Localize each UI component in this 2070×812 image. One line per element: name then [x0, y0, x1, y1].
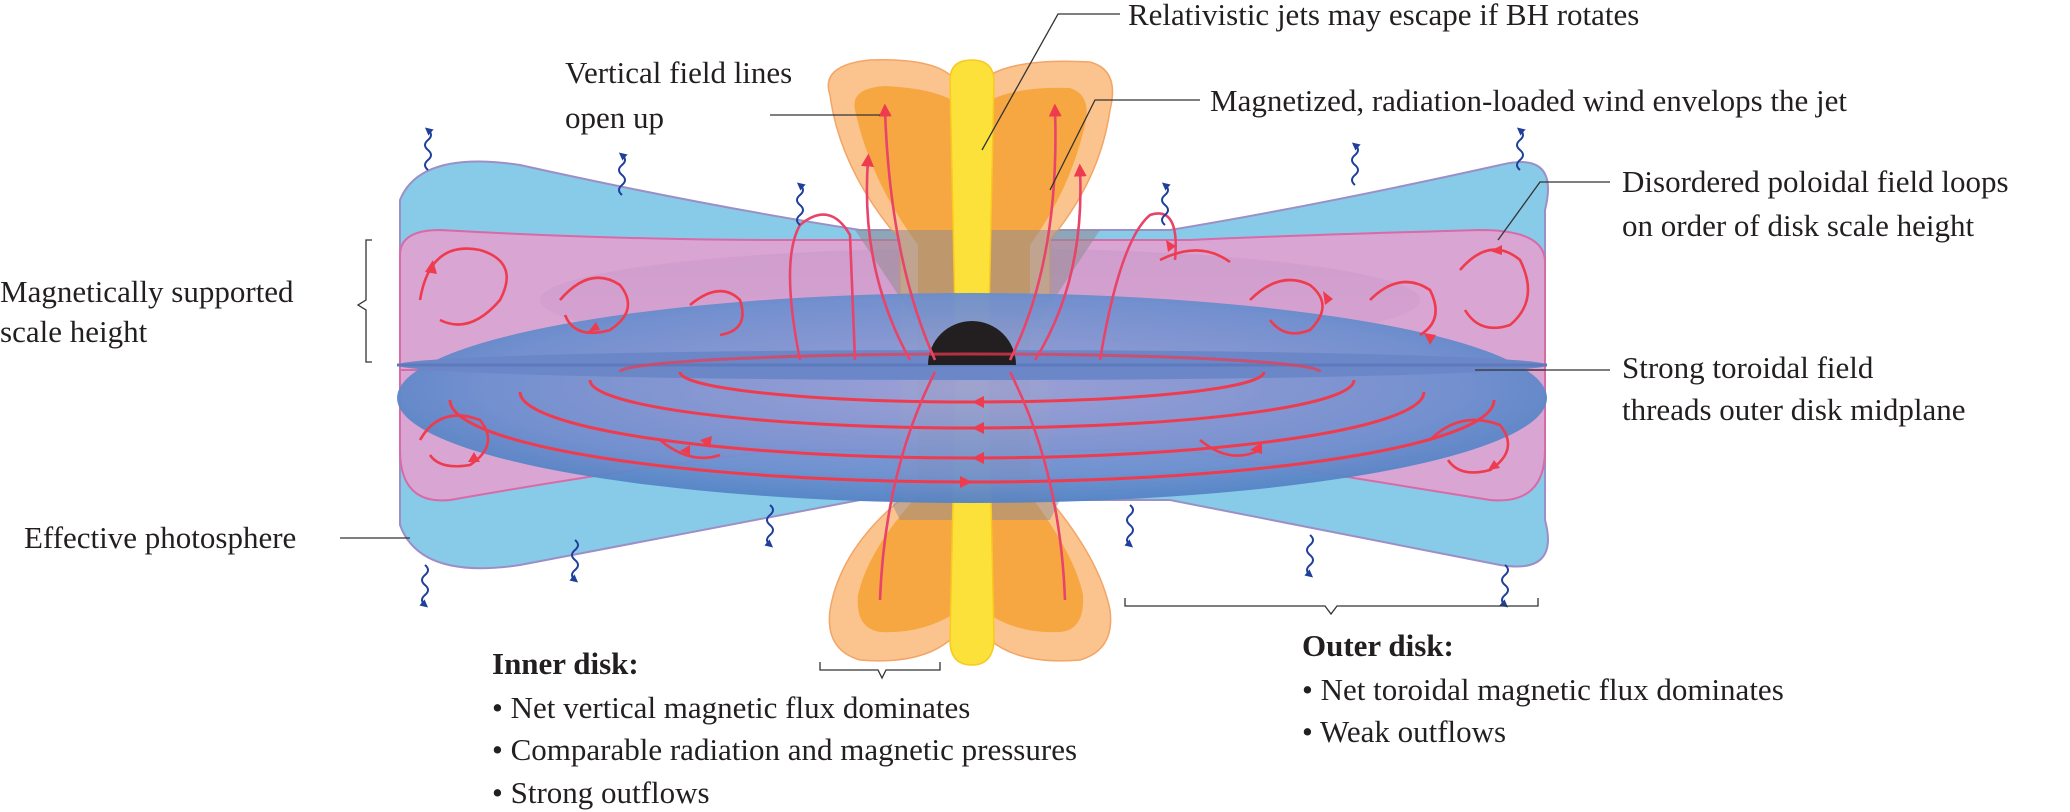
inner-disk-brace	[819, 662, 941, 680]
inner-disk-bullet: • Comparable radiation and magnetic pres…	[492, 732, 1077, 767]
label-vertical-field-line2: open up	[565, 100, 664, 135]
outer-disk-bullet: • Net toroidal magnetic flux dominates	[1302, 672, 1784, 707]
inner-disk-bullet: • Net vertical magnetic flux dominates	[492, 690, 970, 725]
label-vertical-field-line1: Vertical field lines	[565, 55, 792, 90]
escaping-photons	[419, 127, 1526, 608]
outer-disk-bullet: • Weak outflows	[1302, 714, 1506, 749]
leader-wind	[1049, 99, 1200, 191]
label-wind: Magnetized, radiation-loaded wind envelo…	[1210, 83, 1847, 118]
poloidal-arrowheads	[425, 240, 1502, 470]
outer-disk-title: Outer disk:	[1302, 628, 1454, 663]
poloidal-field-loops	[418, 247, 1530, 474]
label-toroidal-line2: threads outer disk midplane	[1622, 392, 1966, 427]
leader-jets	[981, 13, 1120, 151]
label-toroidal-line1: Strong toroidal field	[1622, 350, 1874, 385]
label-scale-height-line2: scale height	[0, 314, 148, 349]
vertical-field-lines	[788, 103, 1177, 601]
leader-disordered	[1497, 181, 1610, 241]
inner-disk-title: Inner disk:	[492, 646, 639, 681]
label-photosphere: Effective photosphere	[24, 520, 296, 555]
outer-disk-brace	[1124, 598, 1539, 616]
inner-disk-bullet: • Strong outflows	[492, 775, 710, 810]
label-disordered-line1: Disordered poloidal field loops	[1622, 164, 2009, 199]
scale-height-brace	[356, 239, 372, 363]
label-jets: Relativistic jets may escape if BH rotat…	[1128, 0, 1639, 32]
label-scale-height-line1: Magnetically supported	[0, 274, 294, 309]
label-disordered-line2: on order of disk scale height	[1622, 208, 1974, 243]
